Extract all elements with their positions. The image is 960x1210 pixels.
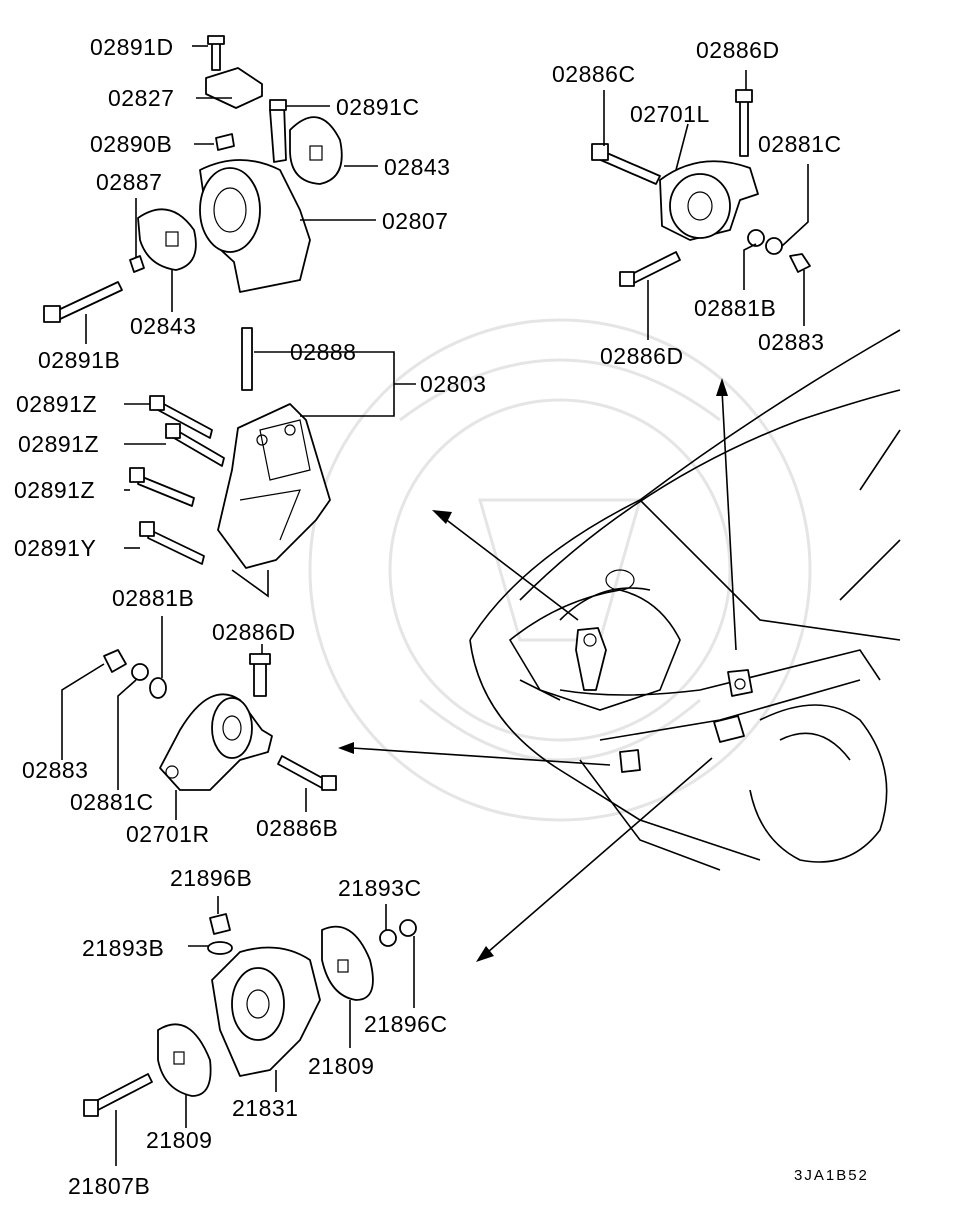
label-02886D-right-bottom: 02886D [600, 343, 684, 369]
label-02886B: 02886B [256, 815, 338, 841]
label-02883-left: 02883 [22, 757, 88, 783]
label-02843-bottom: 02843 [130, 313, 196, 339]
label-21831: 21831 [232, 1095, 298, 1121]
figure-code: 3JA1B52 [794, 1167, 869, 1184]
label-02886D-left: 02886D [212, 619, 296, 645]
watermark-emblem [308, 318, 812, 822]
label-21809-left: 21809 [146, 1127, 212, 1153]
label-02883-right: 02883 [758, 329, 824, 355]
label-02701L: 02701L [630, 101, 710, 127]
label-02891D: 02891D [90, 34, 174, 60]
label-21893C: 21893C [338, 875, 422, 901]
label-02807: 02807 [382, 208, 448, 234]
pointer-arrows [338, 378, 737, 962]
mount-21831-assembly [83, 913, 417, 1117]
label-02891C: 02891C [336, 94, 420, 120]
label-02881B-left: 02881B [112, 585, 194, 611]
label-02827: 02827 [108, 85, 174, 111]
label-02843-top: 02843 [384, 154, 450, 180]
bracket-02803-assembly [129, 327, 331, 569]
label-02888: 02888 [290, 339, 356, 365]
label-02881C-left: 02881C [70, 789, 154, 815]
label-02891Y: 02891Y [14, 535, 96, 561]
label-21893B: 21893B [82, 935, 164, 961]
label-02881B-right: 02881B [694, 295, 776, 321]
label-21896C: 21896C [364, 1011, 448, 1037]
label-02886D-right-top: 02886D [696, 37, 780, 63]
label-02890B: 02890B [90, 131, 172, 157]
mount-02807-assembly [43, 35, 343, 323]
leader-lines [61, 45, 809, 1166]
label-21807B: 21807B [68, 1173, 150, 1199]
mount-02701R-assembly [103, 649, 337, 791]
label-02887: 02887 [96, 169, 162, 195]
label-02803: 02803 [420, 371, 486, 397]
label-21809-right: 21809 [308, 1053, 374, 1079]
label-02886C: 02886C [552, 61, 636, 87]
label-02891Z-1: 02891Z [16, 391, 97, 417]
part-labels: 02891D 02827 02891C 02890B 02843 02887 0… [14, 34, 869, 1199]
label-02891Z-2: 02891Z [18, 431, 99, 457]
mount-02701L-assembly [591, 89, 811, 287]
label-21896B: 21896B [170, 865, 252, 891]
label-02891B: 02891B [38, 347, 120, 373]
vehicle-outline [469, 329, 901, 871]
label-02891Z-3: 02891Z [14, 477, 95, 503]
label-02881C-right: 02881C [758, 131, 842, 157]
label-02701R: 02701R [126, 821, 210, 847]
